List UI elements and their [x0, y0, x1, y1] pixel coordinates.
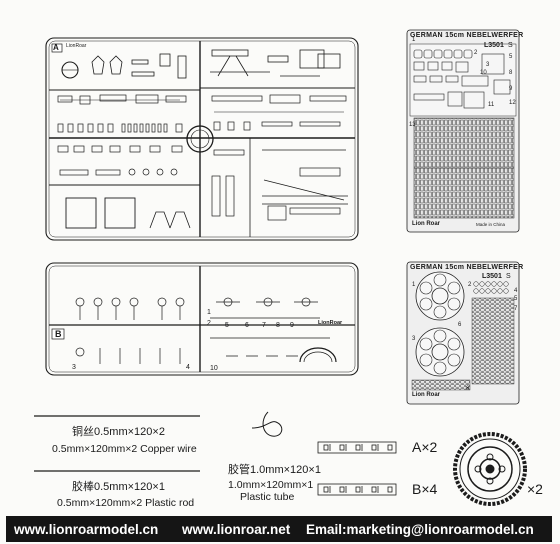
part-number: 2 — [207, 320, 211, 327]
pe-number: 5 — [514, 296, 518, 302]
part-number: 4 — [186, 364, 190, 371]
pe-top-code: L3501 — [484, 42, 504, 49]
part-number: 1 — [207, 309, 211, 316]
part-number: 9 — [290, 322, 294, 329]
pe-number: 2 — [468, 282, 472, 288]
plastic-tube-label-cn: 胶管1.0mm×120×1 — [228, 464, 321, 476]
pe-number: 3 — [412, 336, 416, 342]
footer-site-1[interactable]: www.lionroarmodel.cn — [14, 521, 159, 537]
part-number: 5 — [225, 322, 229, 329]
footer-bar: www.lionroarmodel.cn www.lionroar.net Em… — [6, 516, 552, 542]
copper-wire-label-en: 0.5mm×120mm×2 Copper wire — [52, 443, 197, 455]
sprue-a-count: A×2 — [412, 439, 438, 455]
accessories — [34, 411, 527, 506]
sprue-b-letter: B — [55, 329, 62, 339]
plastic-tube-coil — [251, 411, 283, 437]
pe-number: 10 — [480, 70, 487, 76]
pe-number: 1 — [412, 282, 416, 288]
sprue-b-count: B×4 — [412, 481, 438, 497]
pe-top-made-in: Made in China — [476, 222, 506, 227]
copper-wire-label-cn: 铜丝0.5mm×120×2 — [72, 426, 165, 438]
part-number: 10 — [210, 365, 218, 372]
pe-number: 13 — [409, 122, 416, 128]
sprue-a-tag: LionRoar — [66, 43, 87, 49]
pe-number: 2 — [474, 50, 478, 56]
sprue-strip-a — [317, 441, 397, 454]
plastic-rod-label-en: 0.5mm×120mm×2 Plastic rod — [57, 497, 195, 509]
part-number: 8 — [276, 322, 280, 329]
pe-number: 8 — [509, 70, 513, 76]
pe-bottom-brand: Lion Roar — [412, 392, 440, 398]
wheel — [453, 432, 527, 506]
sprue-b — [45, 262, 359, 376]
pe-number: 9 — [509, 86, 513, 92]
pe-number: 1 — [412, 37, 416, 43]
footer-email[interactable]: Email:marketing@lionroarmodel.cn — [306, 521, 534, 537]
sprue-b-tag: LionRoar — [318, 320, 343, 326]
pe-number: 5 — [509, 54, 513, 60]
pe-fret-top — [406, 29, 520, 233]
plastic-tube-label-en2: Plastic tube — [240, 491, 295, 503]
pe-bottom-title: GERMAN 15cm NEBELWERFER — [410, 264, 524, 271]
part-number: 6 — [245, 322, 249, 329]
plastic-rod-label-cn: 胶棒0.5mm×120×1 — [72, 481, 165, 493]
sprue-a-letter: A — [53, 43, 59, 52]
footer-site-2[interactable]: www.lionroar.net — [182, 521, 291, 537]
pe-top-mark: S — [508, 42, 513, 49]
pe-fret-bottom — [406, 261, 520, 405]
pe-bottom-mark: S — [506, 273, 511, 280]
pe-number: 11 — [488, 102, 495, 108]
sprue-a — [45, 37, 359, 241]
wheel-count: ×2 — [527, 481, 543, 497]
part-number: 3 — [72, 364, 76, 371]
plastic-tube-label-en: 1.0mm×120mm×1 — [228, 479, 314, 491]
part-number: 7 — [262, 322, 266, 329]
pe-top-title: GERMAN 15cm NEBELWERFER — [410, 32, 524, 39]
pe-number: 7 — [514, 306, 518, 312]
pe-number: 3 — [486, 62, 490, 68]
pe-number: 6 — [458, 322, 462, 328]
sprue-strip-b — [317, 483, 397, 496]
pe-number: 12 — [509, 100, 516, 106]
pe-number: 8 — [466, 386, 470, 392]
pe-bottom-code: L3501 — [482, 273, 502, 280]
pe-top-brand: Lion Roar — [412, 221, 440, 227]
pe-number: 4 — [514, 288, 518, 294]
